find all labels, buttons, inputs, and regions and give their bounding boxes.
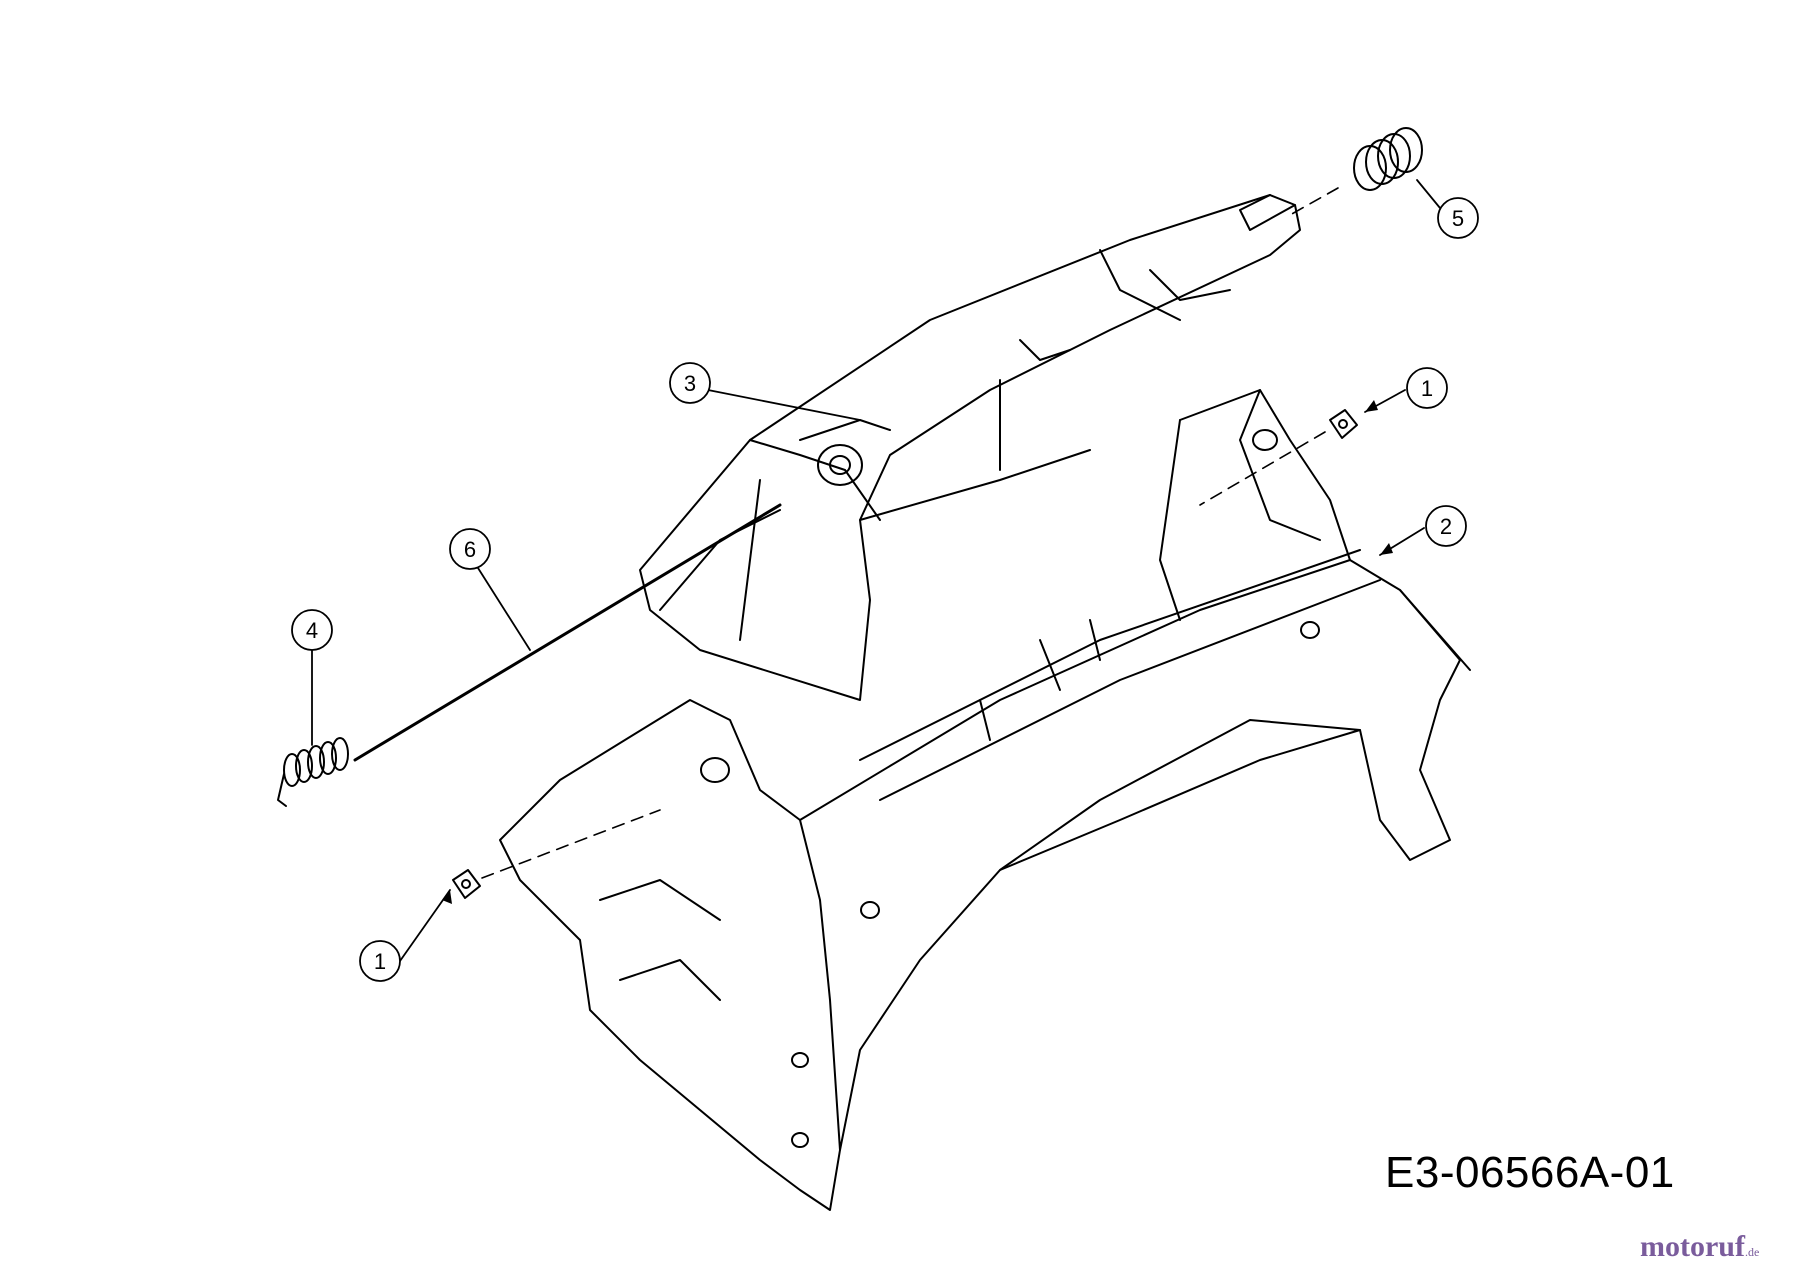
watermark-logo: motoruf.de: [1640, 1232, 1759, 1262]
callout-1-lower-label: 1: [374, 949, 386, 974]
callout-1-upper-label: 1: [1421, 376, 1433, 401]
spring-part-4: [277, 737, 349, 807]
callout-3-label: 3: [684, 371, 696, 396]
callout-6-label: 6: [464, 537, 476, 562]
rear-flap-part-3: [639, 194, 1301, 701]
callout-5: 5: [1437, 197, 1479, 239]
assembly-lines: [481, 187, 1339, 879]
watermark-domain: .de: [1744, 1245, 1760, 1259]
spring-part-5: [1353, 127, 1423, 191]
frame-part-2: [499, 389, 1471, 1211]
callout-4-label: 4: [306, 618, 318, 643]
callout-5-label: 5: [1452, 206, 1464, 231]
callouts: 5 3 1 2 6 4 1: [291, 197, 1479, 982]
callout-2-label: 2: [1440, 514, 1452, 539]
callout-2: 2: [1425, 505, 1467, 547]
rod-part-6: [353, 503, 782, 762]
leader-arrowheads: [442, 400, 1393, 904]
callout-4: 4: [291, 609, 333, 651]
nut-part-1-upper: [1329, 409, 1358, 439]
callout-1-lower: 1: [359, 940, 401, 982]
nut-part-1-lower: [452, 869, 481, 899]
leader-lines: [311, 179, 1441, 962]
callout-3: 3: [669, 362, 711, 404]
drawing-code: E3-06566A-01: [1385, 1148, 1675, 1197]
watermark-brand: motoruf: [1640, 1230, 1745, 1263]
callout-1-upper: 1: [1406, 367, 1448, 409]
callout-6: 6: [449, 528, 491, 570]
